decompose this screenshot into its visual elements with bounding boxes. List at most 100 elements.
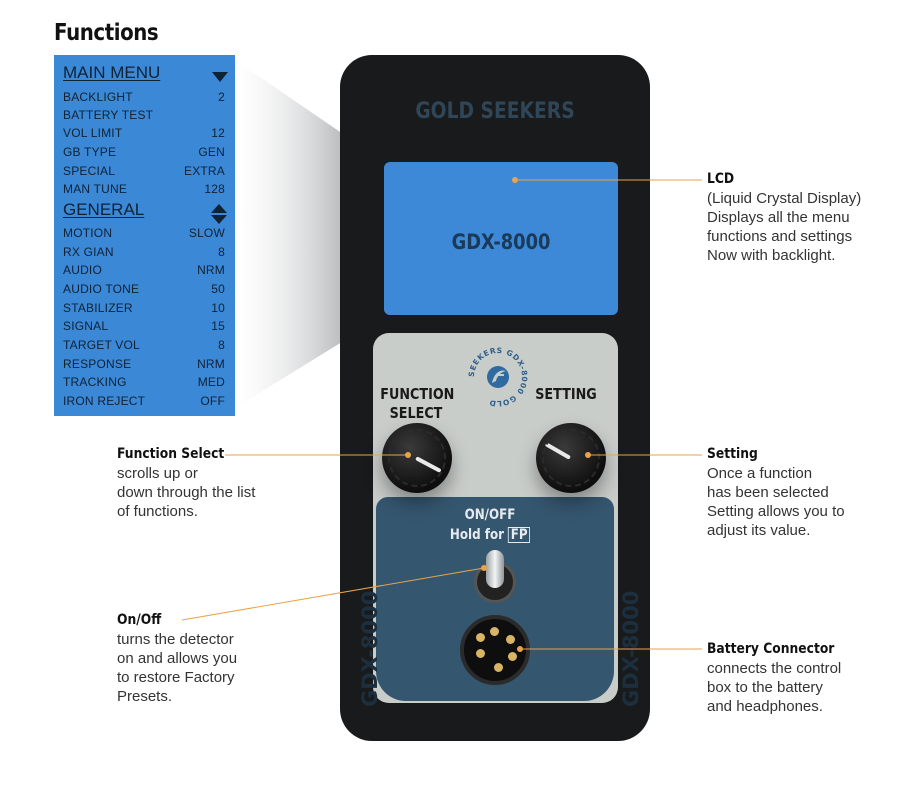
function-select-label-line: SELECT xyxy=(389,404,443,422)
menu-row-label: IRON REJECT xyxy=(63,394,146,408)
menu-section-title: MAIN MENU xyxy=(63,63,161,82)
knob-indicator xyxy=(544,442,571,460)
menu-row-value: 50 xyxy=(211,282,225,296)
menu-row: SIGNAL 15 xyxy=(63,317,225,335)
gold-seekers-logo-icon: SEEKERS GDX-8000 GOLD xyxy=(467,346,529,408)
menu-row-label: MOTION xyxy=(63,226,113,240)
menu-row-value: NRM xyxy=(197,263,225,277)
menu-section-title: GENERAL xyxy=(63,200,145,219)
annotation-line: functions and settings xyxy=(707,228,853,245)
menu-row-label: AUDIO xyxy=(63,263,103,277)
connector-pin xyxy=(490,627,499,636)
detector-control-box: GOLD SEEKERS GDX-8000 SEEKERS GDX-8000 G… xyxy=(340,55,650,741)
side-model-text-left: GDX-8000 xyxy=(358,590,382,707)
menu-row: MOTION SLOW xyxy=(63,224,225,242)
connector-pin xyxy=(476,649,485,658)
lcd-screen: GDX-8000 xyxy=(384,162,618,315)
menu-row: TARGET VOL 8 xyxy=(63,336,225,354)
menu-row-label: MAN TUNE xyxy=(63,182,128,196)
brand-name: GOLD SEEKERS xyxy=(415,99,575,124)
menu-row: TRACKING MED xyxy=(63,373,225,391)
annotation-line: has been selected xyxy=(707,484,829,501)
menu-row-value: 8 xyxy=(218,338,225,352)
menu-row-value: 10 xyxy=(211,301,225,315)
function-select-label-line: FUNCTION xyxy=(380,385,455,403)
menu-row-value: 15 xyxy=(211,319,225,333)
menu-row-label: RX GIAN xyxy=(63,245,114,259)
menu-row: RESPONSE NRM xyxy=(63,355,225,373)
menu-row-label: GB TYPE xyxy=(63,145,117,159)
annotation-line: Presets. xyxy=(117,688,173,705)
function-select-annotation: Function Select scrolls up or down throu… xyxy=(117,445,255,521)
annotation-title: Battery Connector xyxy=(707,641,835,657)
menu-row: RX GIAN 8 xyxy=(63,243,225,261)
annotation-line: scrolls up or xyxy=(117,465,198,482)
annotation-line: Once a function xyxy=(707,465,813,482)
menu-row-value: 12 xyxy=(211,126,225,140)
setting-label: SETTING xyxy=(535,385,597,403)
annotation-line: (Liquid Crystal Display) xyxy=(707,190,862,207)
menu-row-value: NRM xyxy=(197,357,225,371)
annotation-title: Setting xyxy=(707,446,758,462)
menu-row-label: STABILIZER xyxy=(63,301,133,315)
annotation-line: on and allows you xyxy=(117,650,238,667)
menu-row: IRON REJECT OFF xyxy=(63,392,225,410)
annotation-line: Displays all the menu xyxy=(707,209,850,226)
menu-row-label: SIGNAL xyxy=(63,319,109,333)
scroll-up-icon xyxy=(211,204,227,213)
function-select-label: FUNCTION SELECT xyxy=(380,385,455,423)
menu-row-label: VOL LIMIT xyxy=(63,126,123,140)
menu-row-value: OFF xyxy=(200,394,225,408)
page-title: Functions xyxy=(54,20,159,46)
onoff-annotation: On/Off turns the detector on and allows … xyxy=(117,611,237,706)
menu-row: GB TYPE GEN xyxy=(63,143,225,161)
connector-pin xyxy=(508,652,517,661)
annotation-title: Function Select xyxy=(117,446,225,462)
connector-pin xyxy=(476,633,485,642)
annotation-line: to restore Factory xyxy=(117,669,235,686)
battery-connector[interactable] xyxy=(460,615,530,685)
setting-knob[interactable] xyxy=(536,423,606,493)
annotation-line: and headphones. xyxy=(707,698,823,715)
function-select-knob[interactable] xyxy=(382,423,452,493)
menu-row: AUDIO TONE 50 xyxy=(63,280,225,298)
setting-annotation: Setting Once a function has been selecte… xyxy=(707,445,845,540)
menu-row-value: GEN xyxy=(198,145,225,159)
menu-row-label: TRACKING xyxy=(63,375,127,389)
menu-row-label: BACKLIGHT xyxy=(63,90,133,104)
menu-row-label: TARGET VOL xyxy=(63,338,140,352)
menu-row-label: AUDIO TONE xyxy=(63,282,140,296)
menu-row: VOL LIMIT 12 xyxy=(63,124,225,142)
menu-row-value: 8 xyxy=(218,245,225,259)
scroll-down-icon xyxy=(212,72,228,82)
menu-row-label: RESPONSE xyxy=(63,357,132,371)
battery-connector-annotation: Battery Connector connects the control b… xyxy=(707,640,852,716)
connector-pin xyxy=(494,663,503,672)
menu-row-value: SLOW xyxy=(188,226,225,240)
menu-list-panel: MAIN MENU BACKLIGHT 2 BATTERY TEST VOL LI… xyxy=(54,55,235,416)
lcd-model-text: GDX-8000 xyxy=(451,230,551,254)
side-model-text-right: GDX-8000 xyxy=(619,590,643,707)
menu-row: BACKLIGHT 2 xyxy=(63,88,225,106)
onoff-label: ON/OFF Hold for FP xyxy=(439,505,541,545)
annotation-title: LCD xyxy=(707,171,735,187)
onoff-toggle-switch[interactable] xyxy=(486,550,504,588)
menu-row: STABILIZER 10 xyxy=(63,299,225,317)
lcd-annotation: LCD (Liquid Crystal Display) Displays al… xyxy=(707,170,861,265)
onoff-label-line: Hold for xyxy=(449,527,504,543)
connector-pin xyxy=(506,635,515,644)
menu-row-value: MED xyxy=(197,375,225,389)
annotation-line: box to the battery xyxy=(707,679,823,696)
fp-badge: FP xyxy=(508,527,531,543)
menu-row-value: 2 xyxy=(218,90,225,104)
menu-row-label: BATTERY TEST xyxy=(63,108,154,122)
annotation-title: On/Off xyxy=(117,612,162,628)
annotation-line: adjust its value. xyxy=(707,522,811,539)
annotation-line: of functions. xyxy=(117,503,198,520)
annotation-line: turns the detector xyxy=(117,631,234,648)
annotation-line: Setting allows you to xyxy=(707,503,845,520)
menu-row: AUDIO NRM xyxy=(63,261,225,279)
scroll-down-icon xyxy=(211,215,227,224)
